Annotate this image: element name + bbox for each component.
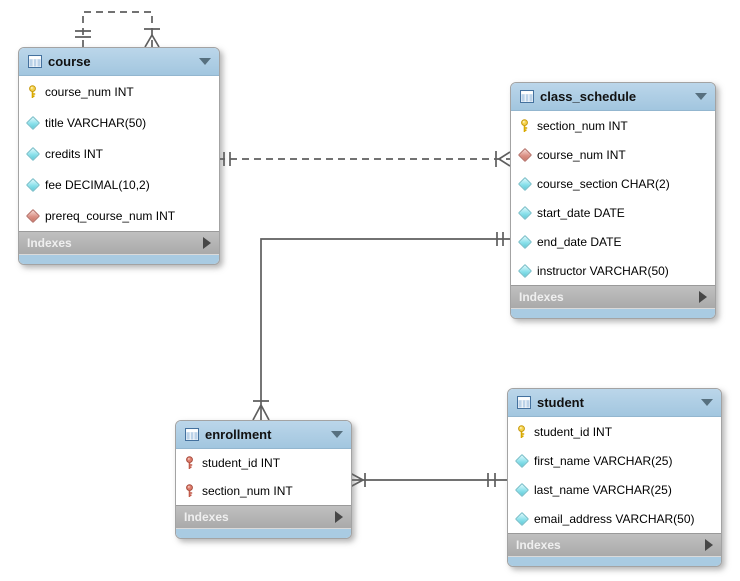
column-row[interactable]: section_num INT [176, 477, 351, 505]
column-label: start_date DATE [537, 205, 625, 220]
column-row[interactable]: course_num INT [511, 140, 715, 169]
table-bottom-strip [511, 308, 715, 318]
column-icon [514, 482, 529, 497]
table-icon [184, 427, 199, 442]
table-bottom-strip [508, 556, 721, 566]
column-label: email_address VARCHAR(50) [534, 511, 695, 526]
column-row[interactable]: instructor VARCHAR(50) [511, 256, 715, 285]
column-row[interactable]: student_id INT [508, 417, 721, 446]
column-icon [514, 511, 529, 526]
column-row[interactable]: first_name VARCHAR(25) [508, 446, 721, 475]
table-header-class-schedule[interactable]: class_schedule [511, 83, 715, 111]
column-row[interactable]: credits INT [19, 138, 219, 169]
table-icon [27, 54, 42, 69]
expand-arrow-icon[interactable] [203, 237, 211, 249]
table-course[interactable]: course course_num INT title VARCHAR(50) [18, 47, 220, 265]
column-label: student_id INT [534, 424, 613, 439]
column-row[interactable]: course_num INT [19, 76, 219, 107]
column-row[interactable]: course_section CHAR(2) [511, 169, 715, 198]
collapse-arrow-icon[interactable] [199, 58, 211, 65]
foreign-key-icon [517, 147, 532, 162]
column-row[interactable]: student_id INT [176, 449, 351, 477]
column-icon [517, 234, 532, 249]
relationship-student-enrollment[interactable] [349, 472, 507, 488]
primary-foreign-key-icon [182, 456, 197, 471]
indexes-section-student[interactable]: Indexes [508, 533, 721, 556]
table-icon [516, 395, 531, 410]
column-label: credits INT [45, 146, 104, 161]
table-title: enrollment [205, 427, 272, 442]
indexes-section-enrollment[interactable]: Indexes [176, 505, 351, 528]
table-enrollment[interactable]: enrollment student_id INT [175, 420, 352, 539]
relationship-course-self[interactable] [75, 11, 160, 48]
column-label: end_date DATE [537, 234, 622, 249]
primary-foreign-key-icon [182, 484, 197, 499]
column-row[interactable]: fee DECIMAL(10,2) [19, 169, 219, 200]
table-columns-course: course_num INT title VARCHAR(50) credits… [19, 76, 219, 231]
indexes-label: Indexes [184, 510, 229, 524]
relationship-class-schedule-enrollment[interactable] [252, 232, 510, 421]
expand-arrow-icon[interactable] [335, 511, 343, 523]
column-row[interactable]: end_date DATE [511, 227, 715, 256]
column-label: prereq_course_num INT [45, 208, 176, 223]
collapse-arrow-icon[interactable] [331, 431, 343, 438]
primary-key-icon [514, 424, 529, 439]
column-row[interactable]: section_num INT [511, 111, 715, 140]
column-icon [25, 177, 40, 192]
indexes-section-class-schedule[interactable]: Indexes [511, 285, 715, 308]
indexes-label: Indexes [27, 236, 72, 250]
column-icon [25, 146, 40, 161]
table-columns-student: student_id INT first_name VARCHAR(25) la… [508, 417, 721, 533]
foreign-key-icon [25, 208, 40, 223]
table-title: student [537, 395, 584, 410]
column-label: course_num INT [45, 84, 134, 99]
column-row[interactable]: last_name VARCHAR(25) [508, 475, 721, 504]
relationship-course-class-schedule[interactable] [218, 151, 511, 167]
column-label: title VARCHAR(50) [45, 115, 147, 130]
indexes-label: Indexes [519, 290, 564, 304]
column-label: student_id INT [202, 456, 281, 470]
expand-arrow-icon[interactable] [705, 539, 713, 551]
table-class-schedule[interactable]: class_schedule section_num INT course_nu… [510, 82, 716, 319]
table-title: class_schedule [540, 89, 637, 104]
indexes-section-course[interactable]: Indexes [19, 231, 219, 254]
column-label: section_num INT [202, 484, 293, 498]
table-header-course[interactable]: course [19, 48, 219, 76]
column-row[interactable]: prereq_course_num INT [19, 200, 219, 231]
table-columns-enrollment: student_id INT section_num INT [176, 449, 351, 505]
collapse-arrow-icon[interactable] [695, 93, 707, 100]
column-label: last_name VARCHAR(25) [534, 482, 672, 497]
column-row[interactable]: start_date DATE [511, 198, 715, 227]
column-icon [514, 453, 529, 468]
table-bottom-strip [19, 254, 219, 264]
column-label: first_name VARCHAR(25) [534, 453, 673, 468]
column-label: fee DECIMAL(10,2) [45, 177, 150, 192]
indexes-label: Indexes [516, 538, 561, 552]
expand-arrow-icon[interactable] [699, 291, 707, 303]
column-label: section_num INT [537, 118, 628, 133]
primary-key-icon [517, 118, 532, 133]
column-icon [517, 205, 532, 220]
column-icon [25, 115, 40, 130]
column-row[interactable]: email_address VARCHAR(50) [508, 504, 721, 533]
column-label: course_num INT [537, 147, 626, 162]
primary-key-icon [25, 84, 40, 99]
table-header-student[interactable]: student [508, 389, 721, 417]
table-columns-class-schedule: section_num INT course_num INT course_se… [511, 111, 715, 285]
table-student[interactable]: student student_id INT first_name VARCHA… [507, 388, 722, 567]
column-icon [517, 263, 532, 278]
collapse-arrow-icon[interactable] [701, 399, 713, 406]
table-title: course [48, 54, 91, 69]
column-row[interactable]: title VARCHAR(50) [19, 107, 219, 138]
column-label: instructor VARCHAR(50) [537, 263, 669, 278]
table-bottom-strip [176, 528, 351, 538]
table-header-enrollment[interactable]: enrollment [176, 421, 351, 449]
column-icon [517, 176, 532, 191]
table-icon [519, 89, 534, 104]
column-label: course_section CHAR(2) [537, 176, 670, 191]
